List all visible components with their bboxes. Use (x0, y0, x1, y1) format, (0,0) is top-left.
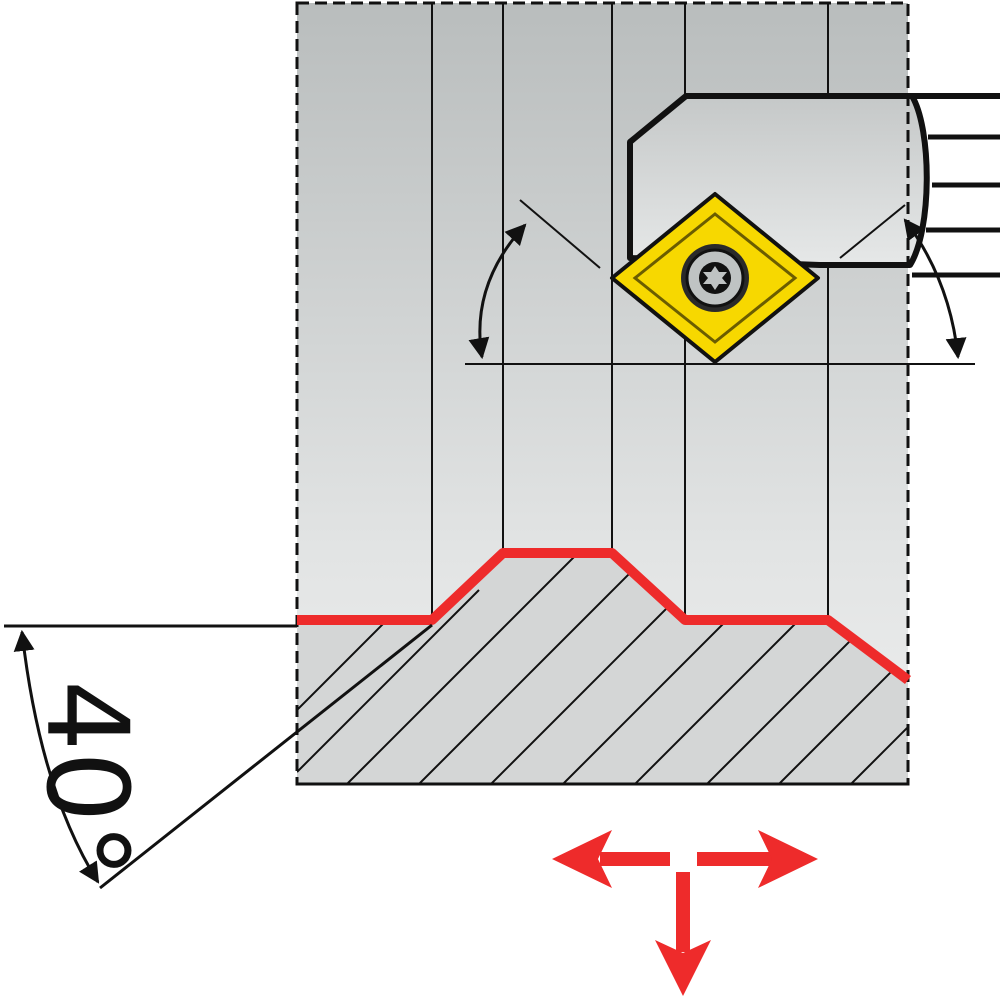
angle-label: 40° (21, 680, 151, 879)
workpiece (297, 553, 908, 784)
feed-direction-arrows-icon (552, 830, 818, 996)
machined-profile (297, 548, 911, 684)
insert-angle-dimensions (465, 199, 975, 365)
insert (610, 192, 820, 364)
approach-angle-dimension: 40° (4, 623, 433, 890)
torx-screw-icon (681, 244, 749, 312)
